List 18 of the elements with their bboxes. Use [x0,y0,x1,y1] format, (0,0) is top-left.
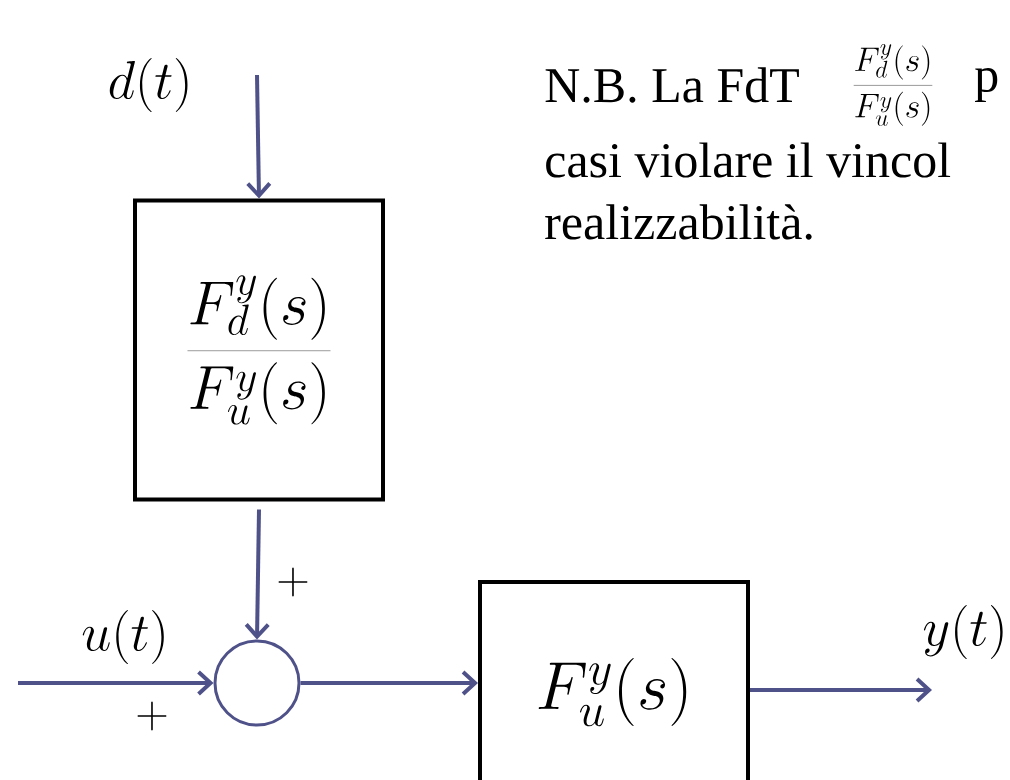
sign-label: $+$ [137,701,167,731]
transfer-function-box: $F_u^y(s)$ [478,580,750,780]
arrow [750,677,932,703]
note-text: p [975,67,998,103]
note-text: casi violare il vincol [546,142,951,178]
signal-label: $y(t)$ [923,605,1003,659]
transfer-function-box: $\frac{F_d^y(s)}{F_u^y(s)}$ [133,198,385,502]
sign-label: $+$ [278,567,308,597]
arrow [300,670,478,696]
arrow [244,509,270,640]
arrow [246,74,272,199]
note-text: N.B. La FdT [545,67,799,103]
signal-label: $d(t)$ [109,58,188,112]
note-text: realizzabilità. [545,204,812,240]
arrow [18,670,214,696]
note-formula: $\frac{F_d^y(s)}{F_u^y(s)}$ [853,44,933,126]
signal-label: $u(t)$ [82,610,164,664]
summing-junction [213,639,301,727]
